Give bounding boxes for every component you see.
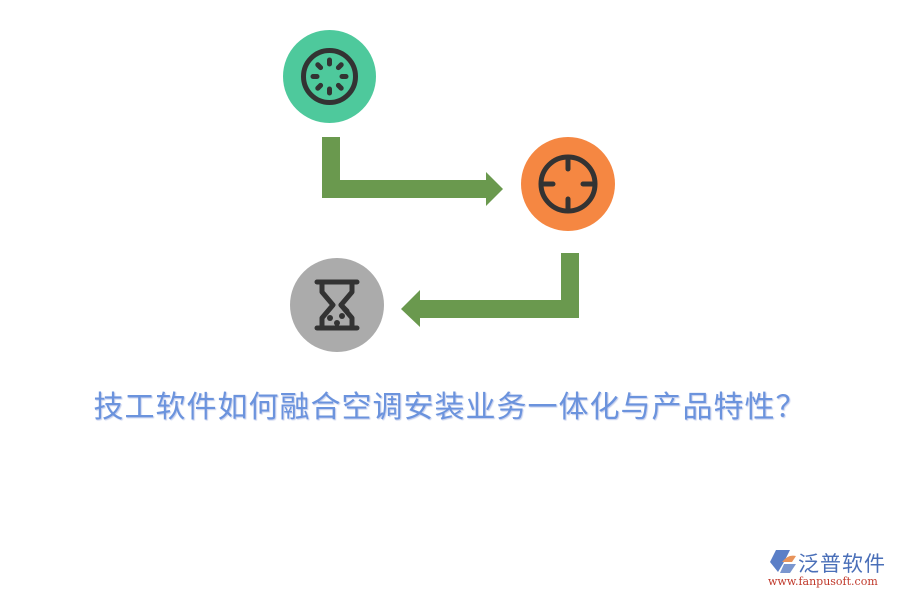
crosshair-target-icon [538, 154, 598, 214]
logo-name: 泛普软件 [798, 552, 886, 576]
step-1-node [283, 30, 376, 123]
loading-spinner-icon [301, 48, 358, 105]
hourglass-icon [314, 279, 360, 331]
step-3-node [290, 258, 384, 352]
step-2-node [521, 137, 615, 231]
page-title: 技工软件如何融合空调安装业务一体化与产品特性？ [93, 390, 807, 425]
logo-url[interactable]: www.fanpusoft.com [768, 575, 878, 588]
brand-logo[interactable]: 泛普软件 www.fanpusoft.com [768, 548, 893, 593]
fanpu-logo-icon [770, 550, 796, 573]
